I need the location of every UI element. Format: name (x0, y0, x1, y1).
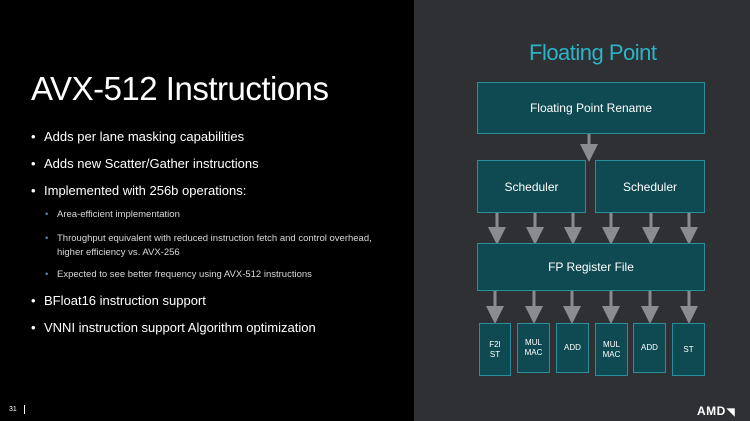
sub-bullet-dot-icon: • (45, 233, 49, 244)
amd-arrow-icon: ◥ (726, 407, 736, 418)
sub-bullet-text: Expected to see better frequency using A… (57, 269, 312, 280)
exec-unit-box: MUL MAC (595, 323, 628, 376)
slide-title: AVX-512 Instructions (31, 70, 329, 107)
page-separator (24, 405, 25, 414)
bullet-text: Adds new Scatter/Gather instructions (44, 156, 259, 171)
fp-register-file-label: FP Register File (548, 260, 634, 274)
scheduler-box: Scheduler (595, 160, 705, 213)
sub-bullet-text: Throughput equivalent with reduced instr… (57, 233, 372, 258)
bullet-text: Implemented with 256b operations: (44, 183, 247, 198)
bullet-dot-icon: • (31, 293, 36, 308)
exec-unit-label: MUL MAC (524, 338, 543, 357)
exec-unit-box: ADD (556, 323, 589, 373)
diagram-title: Floating Point (529, 40, 657, 65)
amd-logo: AMD◥ (697, 404, 735, 418)
exec-unit-label: ADD (641, 343, 658, 352)
bullet-text: BFloat16 instruction support (44, 293, 206, 308)
sub-bullet-dot-icon: • (45, 209, 49, 220)
exec-unit-label: ADD (564, 343, 581, 352)
bullet-text: Adds per lane masking capabilities (44, 129, 245, 144)
amd-logo-text: AMD (697, 404, 726, 418)
page-number: 31 (9, 406, 17, 413)
bullet-dot-icon: • (31, 156, 36, 171)
bullet-dot-icon: • (31, 320, 36, 335)
scheduler-label: Scheduler (504, 179, 559, 194)
exec-unit-label: ST (683, 344, 694, 354)
exec-unit-box: F2I ST (479, 323, 511, 376)
exec-unit-box: ST (672, 323, 705, 376)
left-panel (0, 0, 414, 421)
exec-unit-box: MUL MAC (517, 323, 550, 373)
fp-rename-box: Floating Point Rename (477, 82, 705, 134)
bullet-dot-icon: • (31, 183, 36, 198)
scheduler-box: Scheduler (477, 160, 586, 213)
sub-bullet-text: Area-efficient implementation (57, 209, 180, 220)
fp-rename-label: Floating Point Rename (529, 101, 653, 115)
exec-unit-box: ADD (633, 323, 666, 373)
sub-bullet-dot-icon: • (45, 269, 49, 280)
bullet-dot-icon: • (31, 129, 36, 144)
scheduler-label: Scheduler (622, 179, 678, 194)
bullet-text: VNNI instruction support Algorithm optim… (44, 320, 316, 335)
exec-unit-label: MUL MAC (602, 339, 621, 359)
fp-register-file-box: FP Register File (477, 243, 705, 291)
exec-unit-label: F2I ST (489, 339, 501, 359)
